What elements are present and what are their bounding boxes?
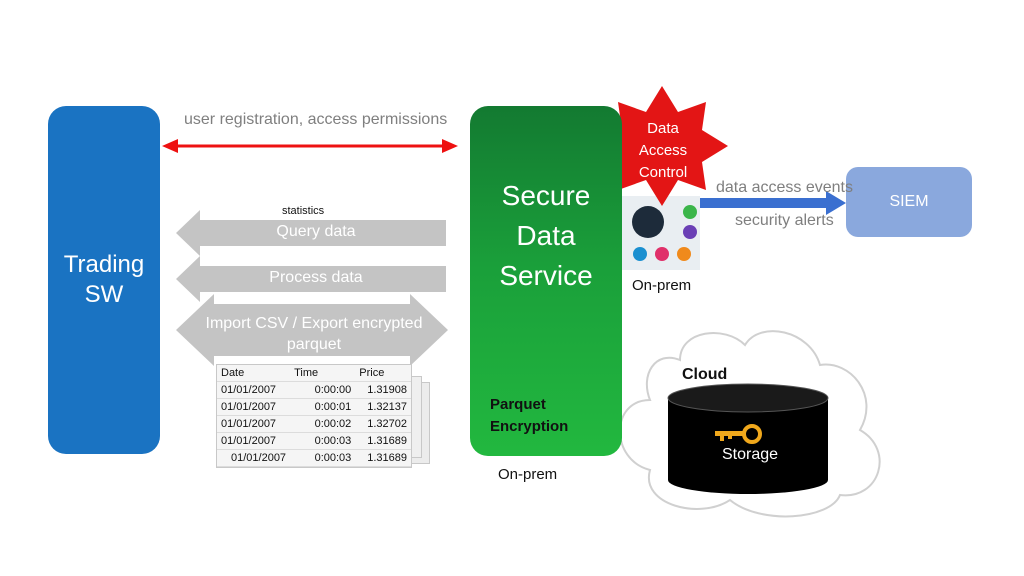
trading-sw-label: Trading SW [63,251,145,308]
data-access-control-label: Data Access Control [638,120,688,181]
table-cell: 0:00:03 [290,449,356,467]
siem-label: SIEM [889,193,929,210]
table-row: 01/01/2007 0:00:03 1.31689 [217,432,411,450]
table-header: Price [355,365,411,382]
import-export-label: Import CSV / Export encrypted parquet [205,315,423,353]
table-cell: 1.32137 [355,398,411,416]
statistics-label: statistics [282,205,325,217]
table-cell: 01/01/2007 [217,398,291,416]
app-icon-grid [622,196,700,270]
secure-data-service-label: Secure Data Service [499,180,593,291]
table-header: Date [217,365,291,382]
table-row: 01/01/2007 0:00:00 1.31908 [217,381,411,399]
siem-node: SIEM [846,167,972,237]
secure-data-service-node: Secure Data Service [470,106,622,456]
query-data-arrow [176,210,446,256]
siem-arrow [620,191,846,215]
storage-label: Storage [721,446,779,463]
table-cell: 01/01/2007 [217,432,291,450]
table-cell: 01/01/2007 [217,415,291,433]
user-registration-arrow [162,139,458,153]
table-row: 01/01/2007 0:00:03 1.31689 [217,449,411,467]
data-access-control-star [596,86,728,206]
table-header: Time [290,365,356,382]
process-data-arrow [176,256,446,302]
table-cell: 1.31689 [355,432,411,450]
cloud-label: Cloud [682,366,728,383]
table-cell: 0:00:02 [290,415,356,433]
table-row: 01/01/2007 0:00:02 1.32702 [217,415,411,433]
process-data-label: Process data [269,269,363,286]
table-cell: 1.31689 [355,449,411,467]
table-cell: 01/01/2007 [217,449,291,467]
onprem-secure-label: On-prem [498,466,558,483]
table-cell: 0:00:00 [290,381,356,399]
import-export-arrow [176,294,448,366]
trading-sw-node: Trading SW [48,106,160,454]
table-cell: 1.31908 [355,381,411,399]
onprem-dac-label: On-prem [632,277,692,294]
table-cell: 0:00:01 [290,398,356,416]
user-registration-label: user registration, access permissions [184,111,448,128]
table-cell: 01/01/2007 [217,381,291,399]
security-alerts-label: security alerts [735,212,834,229]
table-cell: 0:00:03 [290,432,356,450]
query-data-label: Query data [276,223,356,240]
csv-table: Date Time Price 01/01/2007 0:00:00 1.319… [216,364,412,468]
parquet-encryption-label: Parquet Encryption [490,396,569,435]
table-row: 01/01/2007 0:00:01 1.32137 [217,398,411,416]
key-icon [715,424,762,444]
table-cell: 1.32702 [355,415,411,433]
data-access-events-label: data access events [716,179,853,196]
table-header-row: Date Time Price [217,365,411,382]
